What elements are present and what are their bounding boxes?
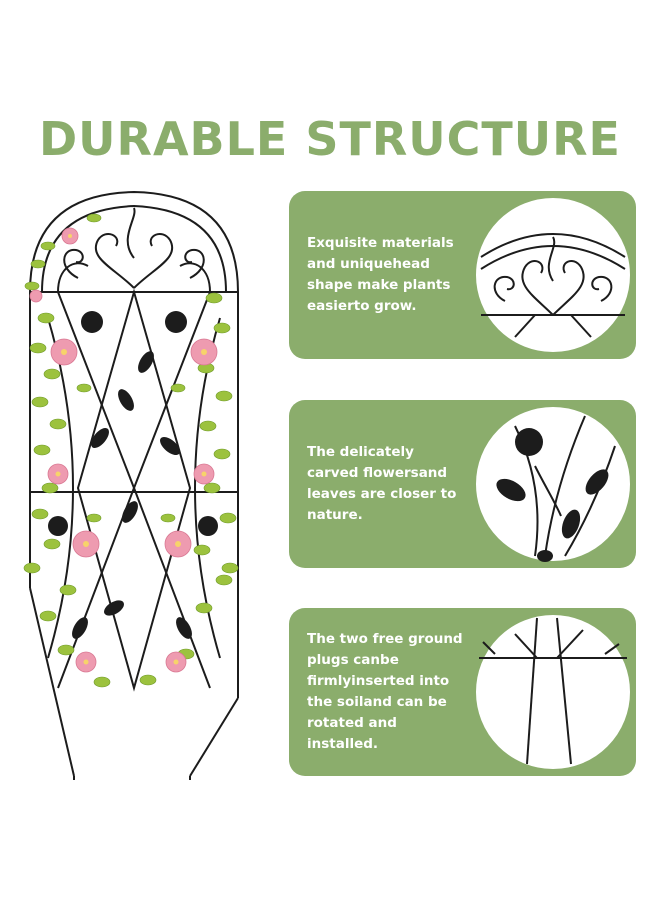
page-title: DURABLE STRUCTURE [39,112,621,166]
flower-leaves-detail-icon [476,407,630,562]
feature-panel-flowers: The delicately carved flowersand leaves … [289,400,636,568]
panel-text: The two free ground plugs canbe firmlyin… [307,631,463,752]
feature-panel-materials: Exquisite materials and uniquehead shape… [289,191,636,359]
feature-panel-ground-plugs: The two free ground plugs canbe firmlyin… [289,608,636,776]
ground-plugs-detail-icon [476,615,630,769]
panel-text: Exquisite materials and uniquehead shape… [307,235,454,314]
scroll-heart-detail-icon [476,198,630,352]
panel-text: The delicately carved flowersand leaves … [307,444,457,523]
trellis-illustration [23,190,239,780]
